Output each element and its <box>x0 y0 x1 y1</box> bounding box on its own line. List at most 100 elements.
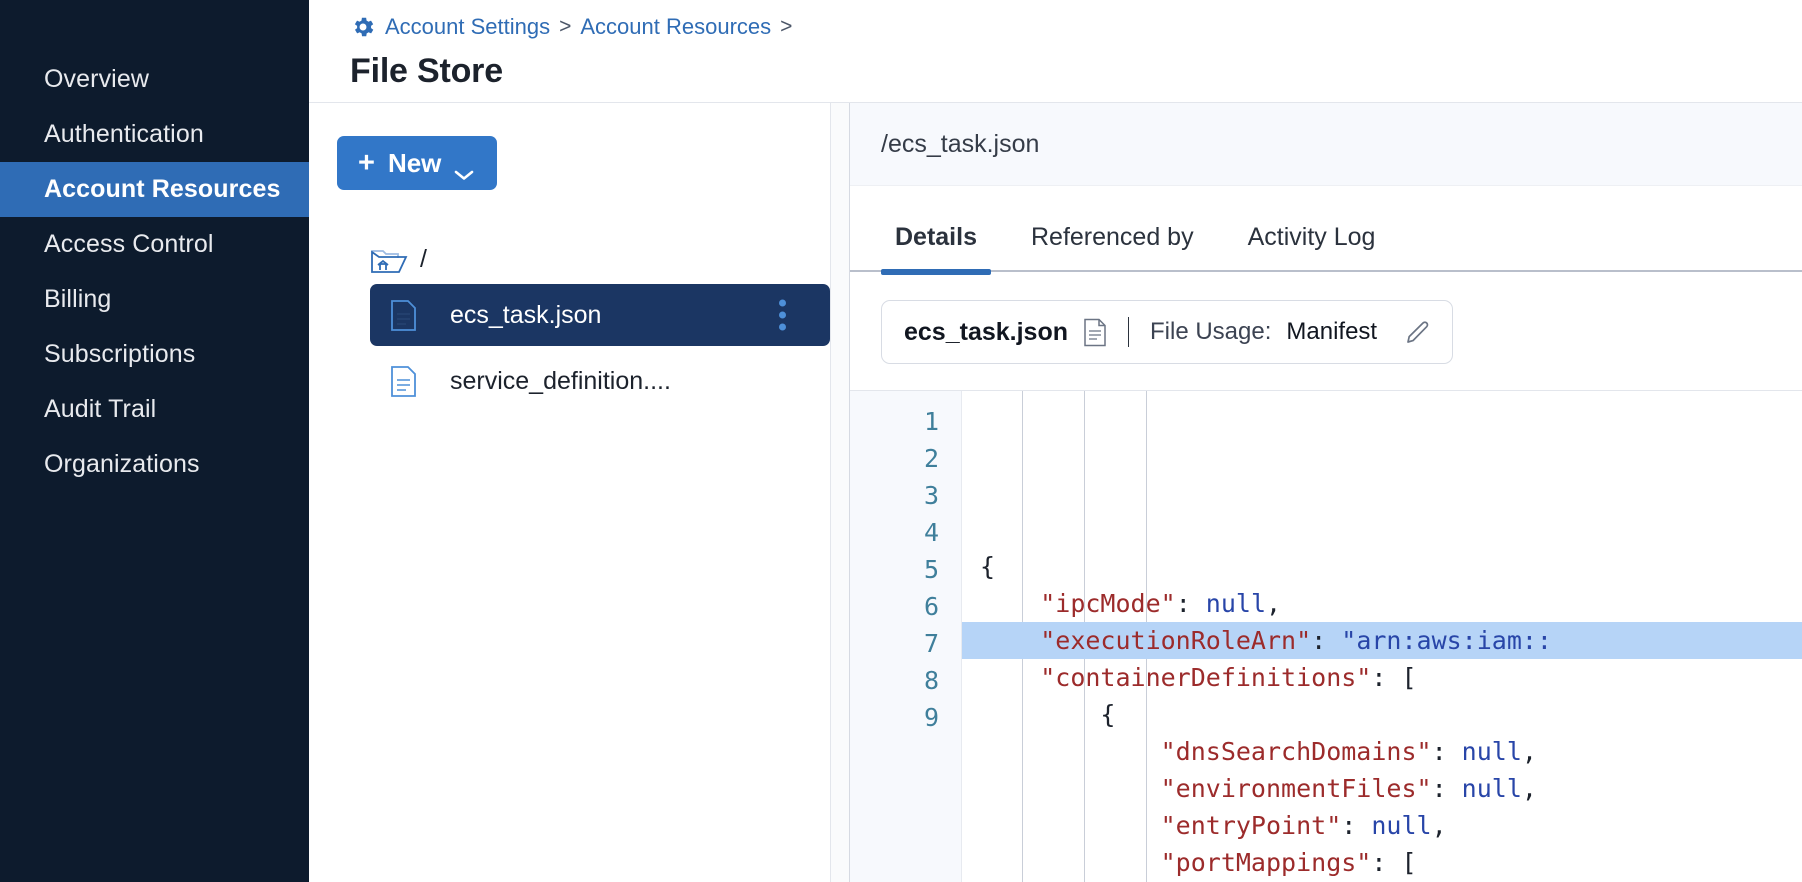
editor-line-number: 4 <box>923 518 939 547</box>
code-token-punct: : <box>1431 737 1462 766</box>
editor-line[interactable]: { <box>962 548 1802 585</box>
file-icon <box>390 299 417 332</box>
code-token-null: null <box>1205 589 1267 618</box>
tab-label: Referenced by <box>1030 223 1194 251</box>
editor-line-number: 6 <box>923 592 939 621</box>
editor-line[interactable]: "entryPoint": null, <box>962 807 1802 844</box>
code-token-key: "executionRoleArn" <box>1040 626 1312 655</box>
code-token-punct: , <box>1431 811 1447 840</box>
editor-line-number: 2 <box>923 444 939 473</box>
file-item-ecs-task[interactable]: ecs_task.json <box>370 284 830 346</box>
code-token-punct: { <box>980 552 996 581</box>
editor-line-number: 5 <box>923 555 939 584</box>
tree-root-label: / <box>420 244 427 273</box>
file-path-bar: /ecs_task.json <box>850 103 1802 186</box>
new-button[interactable]: + New <box>337 136 498 190</box>
code-token-punct: : [ <box>1371 848 1417 877</box>
file-usage-value: Manifest <box>1286 318 1378 345</box>
file-usage-name: ecs_task.json <box>904 317 1068 346</box>
code-token-key: "entryPoint" <box>1160 811 1342 840</box>
file-icon <box>390 365 417 398</box>
details-tabs: Details Referenced by Activity Log <box>850 186 1802 275</box>
code-token-punct: : [ <box>1371 663 1417 692</box>
main-content: Account Settings > Account Resources > F… <box>309 0 1802 882</box>
breadcrumb-separator-trailing: > <box>780 15 793 38</box>
code-token-key: "containerDefinitions" <box>1040 663 1372 692</box>
sidebar-item-authentication[interactable]: Authentication <box>0 107 309 162</box>
breadcrumb-separator: > <box>559 15 572 38</box>
editor-line[interactable]: "ipcMode": null, <box>962 585 1802 622</box>
sidebar-item-label: Organizations <box>44 450 200 478</box>
sidebar-item-subscriptions[interactable]: Subscriptions <box>0 327 309 382</box>
code-token-punct: : <box>1311 626 1342 655</box>
code-token-punct: , <box>1266 589 1282 618</box>
tree-root-folder[interactable]: / <box>337 238 830 280</box>
file-path-text: /ecs_task.json <box>881 129 1040 158</box>
code-token-str: "arn:aws:iam:: <box>1341 626 1552 655</box>
details-panel: /ecs_task.json Details Referenced by Act… <box>850 103 1802 882</box>
editor-line[interactable]: "containerDefinitions": [ <box>962 659 1802 696</box>
gear-icon <box>350 14 376 40</box>
sidebar-item-label: Subscriptions <box>44 340 196 368</box>
editor-line[interactable]: { <box>962 696 1802 733</box>
pencil-icon[interactable] <box>1404 318 1432 346</box>
code-token-punct: : <box>1341 811 1372 840</box>
code-token-punct: , <box>1521 737 1537 766</box>
editor-line[interactable]: "dnsSearchDomains": null, <box>962 733 1802 770</box>
sidebar-item-organizations[interactable]: Organizations <box>0 437 309 492</box>
sidebar-item-overview[interactable]: Overview <box>0 52 309 107</box>
panel-splitter[interactable] <box>830 103 850 882</box>
file-item-label: ecs_task.json <box>450 300 602 329</box>
file-usage-label: File Usage: <box>1150 318 1272 345</box>
code-token-punct: : <box>1175 589 1206 618</box>
editor-line-number: 9 <box>923 703 939 732</box>
tab-activity-log[interactable]: Activity Log <box>1234 223 1390 270</box>
editor-line-number: 3 <box>923 481 939 510</box>
code-token-key: "dnsSearchDomains" <box>1160 737 1432 766</box>
file-usage-card: ecs_task.json File Usage: Manifest <box>881 300 1454 364</box>
file-usage-section: ecs_task.json File Usage: Manifest <box>850 272 1802 364</box>
sidebar-item-label: Authentication <box>44 120 204 148</box>
sidebar-item-access-control[interactable]: Access Control <box>0 217 309 272</box>
sidebar-item-label: Audit Trail <box>44 395 157 423</box>
tab-referenced-by[interactable]: Referenced by <box>1017 223 1208 270</box>
code-token-null: null <box>1461 774 1522 803</box>
breadcrumb: Account Settings > Account Resources > <box>350 8 1802 46</box>
editor-line[interactable]: "executionRoleArn": "arn:aws:iam:: <box>962 622 1802 659</box>
sidebar-item-account-resources[interactable]: Account Resources <box>0 162 309 217</box>
sidebar-item-label: Billing <box>44 285 112 313</box>
page-title: File Store <box>350 52 503 90</box>
file-tree-panel: + New <box>309 103 830 882</box>
editor-line-number: 1 <box>923 407 939 436</box>
code-token-punct: : <box>1431 774 1462 803</box>
tab-label: Activity Log <box>1247 223 1376 251</box>
tab-details[interactable]: Details <box>881 223 991 275</box>
editor-line[interactable]: "environmentFiles": null, <box>962 770 1802 807</box>
kebab-menu-icon[interactable] <box>779 299 786 331</box>
breadcrumb-item-account-resources[interactable]: Account Resources <box>580 14 772 39</box>
code-token-punct: { <box>1100 700 1116 729</box>
sidebar: Overview Authentication Account Resource… <box>0 0 309 882</box>
breadcrumb-item-account-settings[interactable]: Account Settings <box>385 14 551 39</box>
document-icon <box>1083 318 1107 347</box>
page-header: Account Settings > Account Resources > F… <box>309 0 1802 103</box>
editor-code-area[interactable]: { "ipcMode": null, "executionRoleArn": "… <box>962 391 1802 882</box>
sidebar-item-billing[interactable]: Billing <box>0 272 309 327</box>
sidebar-item-label: Overview <box>44 65 149 93</box>
editor-line-number: 8 <box>923 666 939 695</box>
code-token-null: null <box>1371 811 1432 840</box>
file-item-label: service_definition.... <box>450 366 671 395</box>
file-item-service-definition[interactable]: service_definition.... <box>370 350 830 412</box>
usage-divider <box>1128 317 1129 347</box>
code-token-key: "environmentFiles" <box>1160 774 1432 803</box>
plus-icon: + <box>358 146 375 179</box>
code-token-key: "ipcMode" <box>1040 589 1176 618</box>
sidebar-item-audit-trail[interactable]: Audit Trail <box>0 382 309 437</box>
code-token-punct: , <box>1521 774 1537 803</box>
editor-line[interactable]: "portMappings": [ <box>962 844 1802 881</box>
code-token-key: "portMappings" <box>1160 848 1372 877</box>
tab-label: Details <box>895 223 977 251</box>
